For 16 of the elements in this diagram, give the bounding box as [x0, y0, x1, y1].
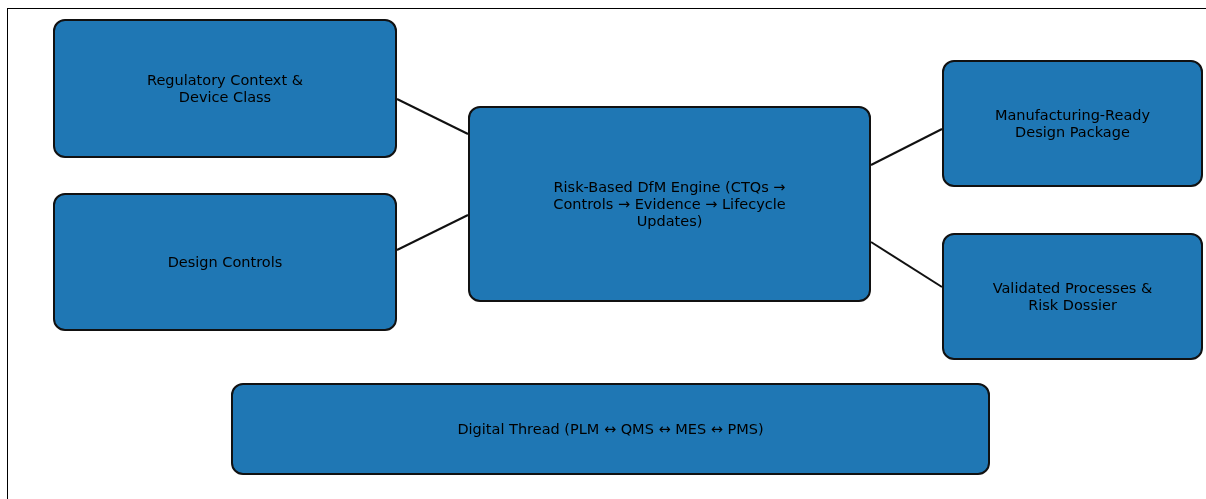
connector-line [870, 241, 943, 288]
process-box [53, 19, 397, 158]
box-label: Regulatory Context & Device Class [145, 71, 305, 106]
process-box [231, 383, 990, 475]
connector-line [396, 98, 469, 135]
box-label: Digital Thread (PLM ↔ QMS ↔ MES ↔ PMS) [457, 420, 764, 438]
box-label: Design Controls [167, 253, 283, 271]
connector-line [396, 214, 469, 251]
process-box [942, 60, 1203, 187]
box-label: Manufacturing-Ready Design Package [993, 106, 1152, 141]
process-box [468, 106, 871, 302]
process-box [53, 193, 397, 331]
connector-line [870, 128, 943, 166]
box-label: Risk-Based DfM Engine (CTQs → Controls → Evidence → Lifecycle Updates) [552, 178, 787, 230]
box-label: Validated Processes & Risk Dossier [991, 279, 1154, 314]
process-box [942, 233, 1203, 360]
